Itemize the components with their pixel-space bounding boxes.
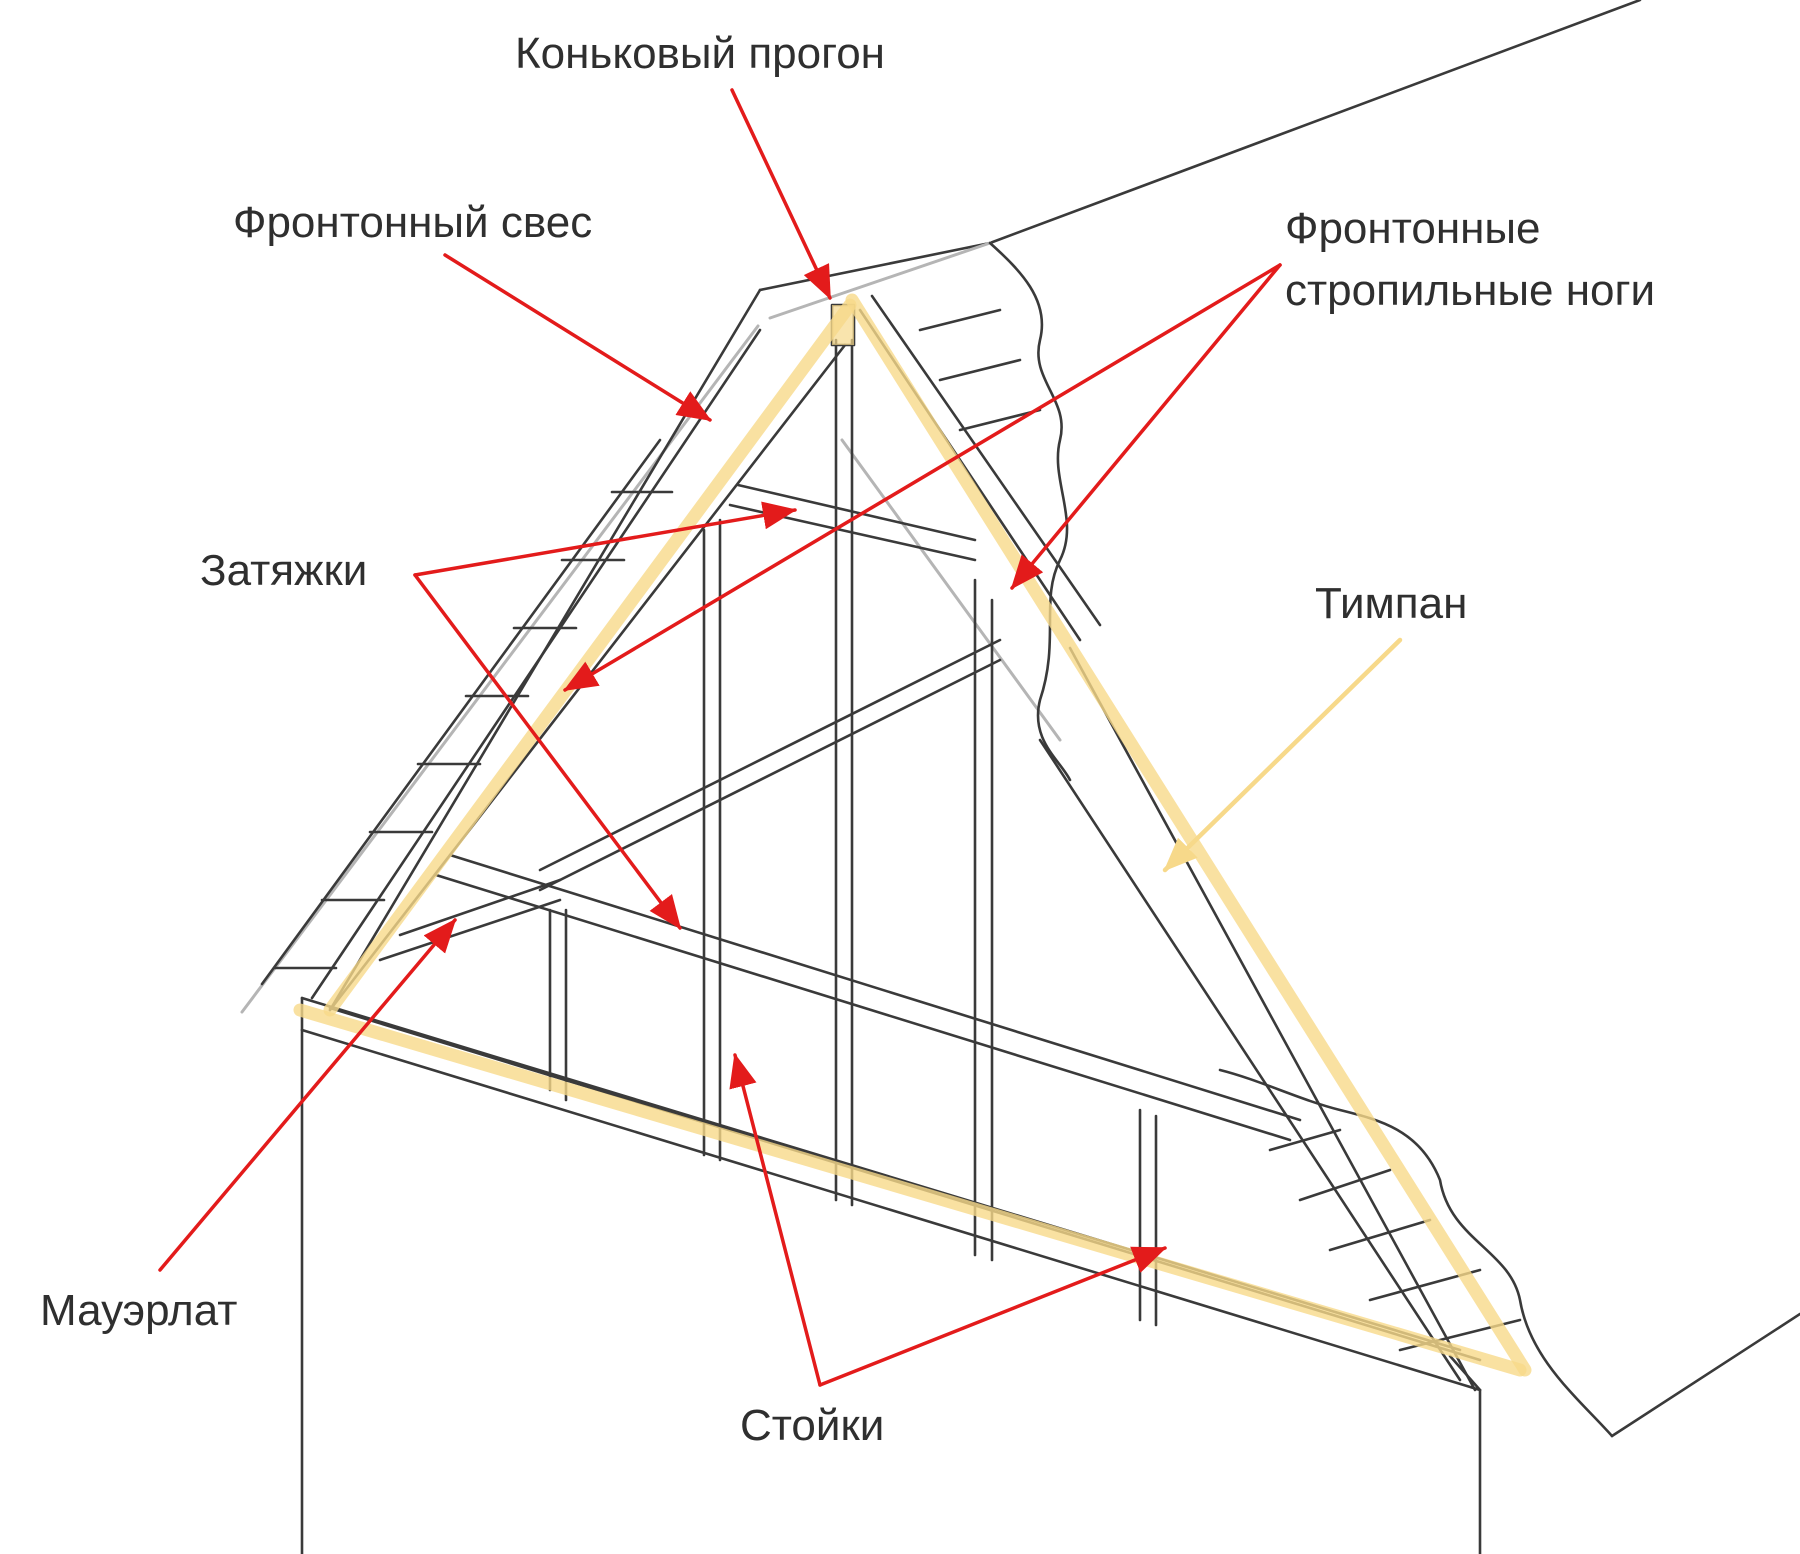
labels: Коньковый прогон Фронтонный свес Фронтон… — [40, 29, 1655, 1450]
label-tympanum: Тимпан — [1315, 579, 1467, 628]
label-ridge-purlin: Коньковый прогон — [515, 29, 885, 78]
tympanum-arrow — [1162, 637, 1403, 873]
label-gable-overhang: Фронтонный свес — [233, 198, 592, 247]
gable-overhang — [240, 324, 762, 1014]
label-gable-rafters-line2: стропильные ноги — [1285, 266, 1655, 315]
gable-rafters — [328, 288, 1477, 1392]
tympanum-cladding — [918, 241, 1614, 1438]
posts — [548, 338, 1158, 1327]
label-gable-rafters-line1: Фронтонные — [1285, 204, 1541, 253]
label-tie-beams: Затяжки — [200, 546, 367, 595]
tie-beams — [378, 483, 1302, 1142]
label-mauerlat: Мауэрлат — [40, 1286, 237, 1335]
house-walls — [300, 996, 1800, 1554]
label-posts: Стойки — [740, 1401, 884, 1450]
leader-arrows — [158, 88, 1282, 1387]
highlight-outline — [293, 293, 1532, 1377]
